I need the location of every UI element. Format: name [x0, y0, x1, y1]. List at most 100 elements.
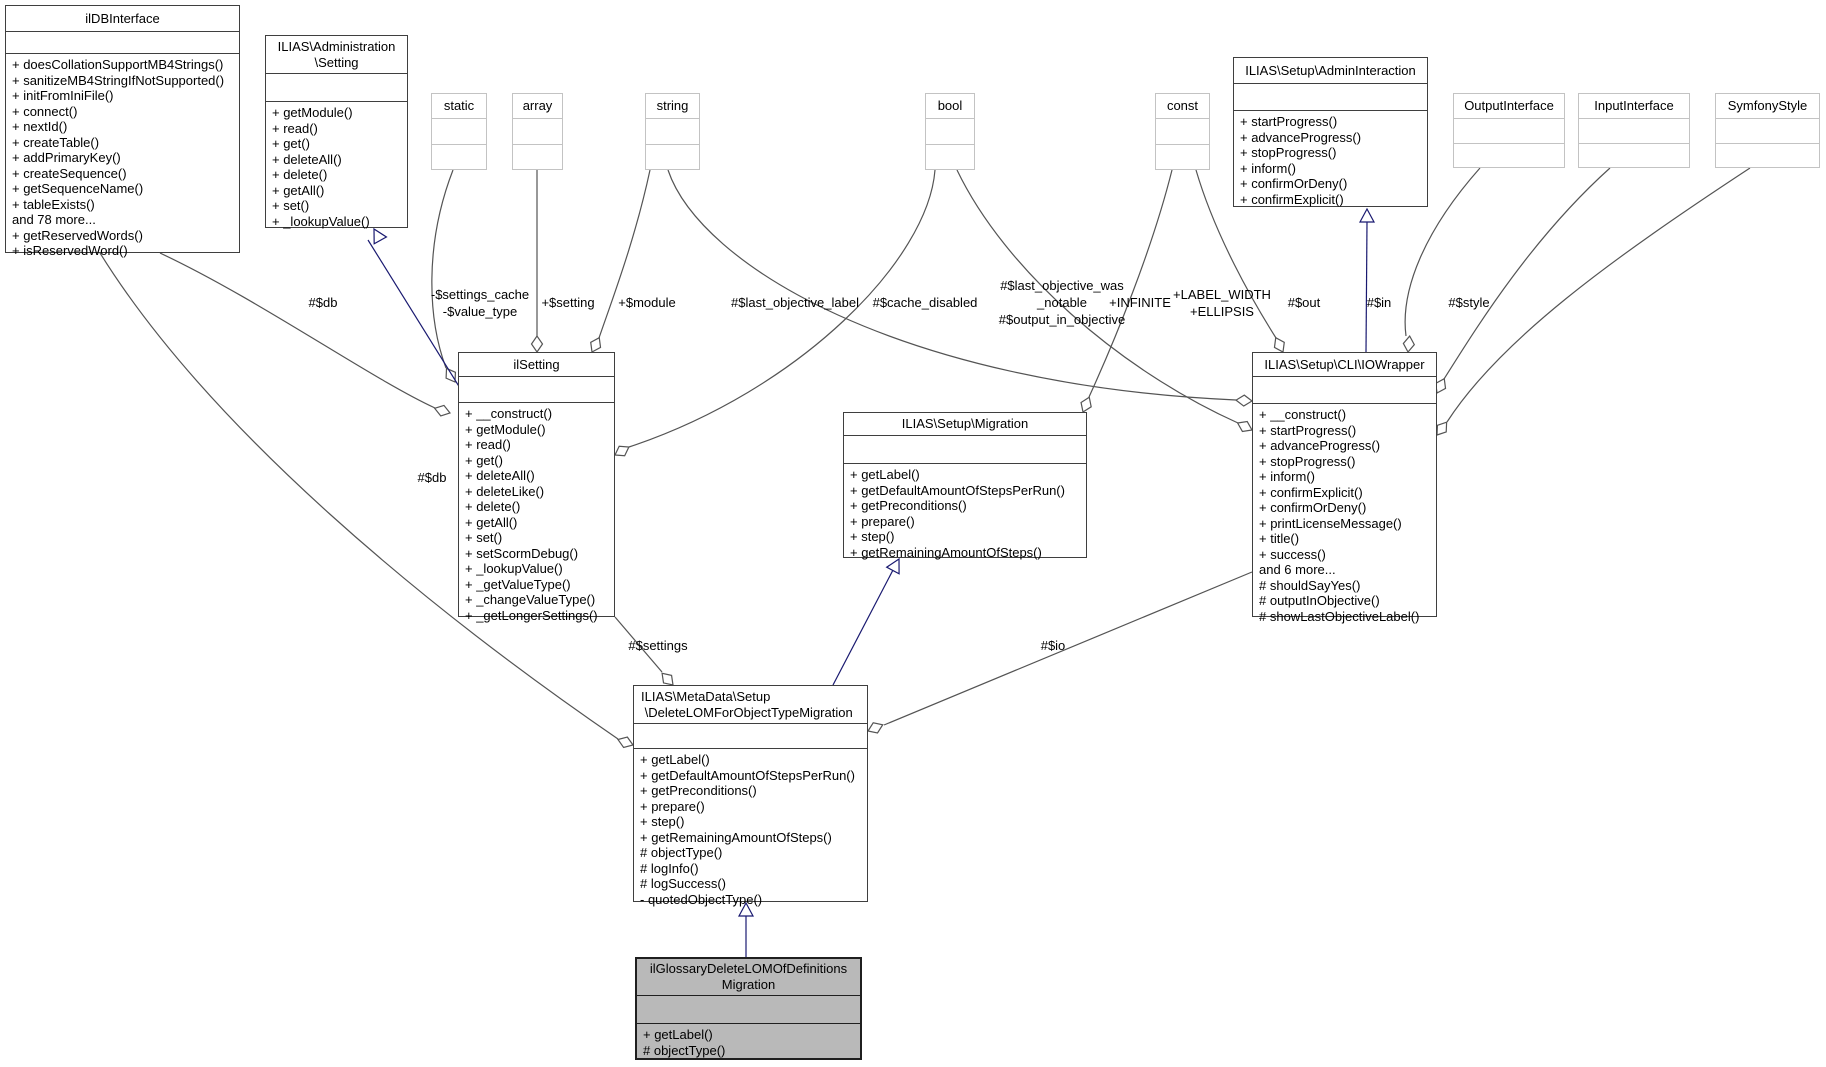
class-symfonystyle[interactable]: SymfonyStyle: [1715, 93, 1820, 168]
class-attributes-empty: [1454, 118, 1564, 143]
class-title: string: [656, 98, 689, 113]
class-attributes-empty: [1234, 83, 1427, 110]
edge-label-io: #$io: [1040, 638, 1066, 653]
class-static[interactable]: static: [431, 93, 487, 170]
class-array[interactable]: array: [512, 93, 563, 170]
class-title: ILIAS\Setup\CLI\IOWrapper: [1264, 356, 1425, 372]
edge-iowrapper-string: [667, 169, 1237, 401]
aggregation-diamond: [614, 445, 630, 457]
edge-label-last-objective-label: #$last_objective_label: [731, 295, 859, 310]
class-title: InputInterface: [1594, 98, 1674, 113]
inheritance-ilsetting-adminsetting: [367, 239, 461, 389]
edge-label-settings-cache: -$settings_cache-$value_type: [430, 287, 530, 319]
aggregation-diamond: [1080, 396, 1092, 413]
edge-iowrapper-input: [1443, 167, 1611, 380]
class-attributes-empty: [926, 118, 974, 144]
class-inputinterface[interactable]: InputInterface: [1578, 93, 1690, 168]
class-title: ILIAS\MetaData\Setup \DeleteLOMForObject…: [641, 688, 853, 720]
aggregation-diamond: [867, 722, 884, 734]
class-bool[interactable]: bool: [925, 93, 975, 170]
edge-label-cache-disabled: #$cache_disabled: [872, 295, 978, 310]
inheritance-arrow: [1358, 207, 1376, 223]
class-methods-empty: [1156, 144, 1209, 169]
class-title: const: [1166, 98, 1199, 113]
class-outputinterface[interactable]: OutputInterface: [1453, 93, 1565, 168]
class-attributes-empty: [844, 435, 1086, 463]
class-const[interactable]: const: [1155, 93, 1210, 170]
edge-ilsetting-db: [159, 252, 436, 409]
edge-label-label-width: +LABEL_WIDTH+ELLIPSIS: [1173, 287, 1271, 319]
class-attributes-empty: [266, 73, 407, 101]
class-methods: + getModule()+ read()+ get()+ deleteAll(…: [266, 101, 407, 229]
class-title: ILIAS\Administration\Setting: [277, 38, 396, 70]
class-methods-empty: [926, 144, 974, 169]
class-administration-setting[interactable]: ILIAS\Administration\Setting + getModule…: [265, 35, 408, 229]
aggregation-diamond: [433, 404, 452, 417]
aggregation-diamond: [1273, 336, 1285, 353]
class-ilsetting[interactable]: ilSetting + __construct()+ getModule()+ …: [458, 352, 615, 623]
class-migration[interactable]: ILIAS\Setup\Migration + getLabel()+ getD…: [843, 412, 1087, 560]
edge-deletelom-io: [883, 571, 1253, 726]
aggregation-diamond: [1436, 421, 1448, 436]
class-attributes-empty: [1156, 118, 1209, 144]
class-string[interactable]: string: [645, 93, 700, 170]
aggregation-diamond: [590, 336, 602, 353]
class-methods-empty: [513, 144, 562, 169]
class-admininteraction[interactable]: ILIAS\Setup\AdminInteraction + startProg…: [1233, 57, 1428, 207]
aggregation-diamond: [661, 672, 674, 686]
edge-ilsetting-bool: [628, 169, 936, 448]
inheritance-arrow: [885, 557, 900, 575]
class-methods-empty: [1716, 143, 1819, 167]
class-attributes-empty: [1579, 118, 1689, 143]
inheritance-deletelom-migration: [832, 569, 894, 686]
class-methods: + __construct()+ getModule()+ read()+ ge…: [459, 402, 614, 623]
class-title: array: [522, 98, 553, 113]
edge-label-in: #$in: [1366, 295, 1392, 310]
class-title: ILIAS\Setup\AdminInteraction: [1245, 62, 1416, 78]
edge-label-notable-output: #$last_objective_was_notable#$output_in_…: [998, 278, 1126, 327]
edge-label-settings: #$settings: [628, 638, 688, 653]
edge-ilsetting-string: [598, 169, 651, 339]
inheritance-arrow: [373, 227, 388, 245]
class-methods: + getLabel()# objectType(): [637, 1023, 860, 1058]
class-methods-empty: [432, 144, 486, 169]
class-attributes-empty: [646, 118, 699, 144]
class-attributes-empty: [634, 723, 867, 748]
class-attributes-empty: [1253, 376, 1436, 403]
class-attributes-empty: [6, 31, 239, 53]
edge-ilsetting-static: [431, 169, 454, 369]
aggregation-diamond: [1234, 394, 1254, 407]
aggregation-diamond: [445, 367, 457, 383]
class-attributes-empty: [513, 118, 562, 144]
edge-label-db-migration: #$db: [417, 470, 447, 485]
class-title: bool: [937, 98, 963, 113]
class-attributes-empty: [637, 995, 860, 1023]
edge-iowrapper-bool: [956, 169, 1239, 424]
class-deletelomforobjecttypemigration[interactable]: ILIAS\MetaData\Setup \DeleteLOMForObject…: [633, 685, 868, 907]
class-title: ILIAS\Setup\Migration: [901, 416, 1029, 431]
class-methods-empty: [646, 144, 699, 169]
edge-migration-const: [1088, 169, 1173, 398]
class-title: OutputInterface: [1464, 98, 1554, 113]
aggregation-diamond: [530, 334, 544, 354]
edge-iowrapper-output: [1404, 167, 1481, 337]
class-methods: + doesCollationSupportMB4Strings()+ sani…: [6, 53, 239, 259]
class-title: ilSetting: [513, 356, 560, 372]
class-attributes-empty: [1716, 118, 1819, 143]
class-ildbinterface[interactable]: ilDBInterface + doesCollationSupportMB4S…: [5, 5, 240, 258]
class-attributes-empty: [432, 118, 486, 144]
class-title: ilDBInterface: [85, 10, 160, 26]
edge-deletelom-settings: [614, 616, 663, 673]
inheritance-arrow: [737, 901, 755, 917]
class-methods: + __construct()+ startProgress()+ advanc…: [1253, 403, 1436, 624]
aggregation-diamond: [1402, 335, 1416, 354]
class-attributes-empty: [459, 376, 614, 402]
class-title: static: [443, 98, 475, 113]
class-title: SymfonyStyle: [1727, 98, 1808, 113]
class-methods: + startProgress()+ advanceProgress()+ st…: [1234, 110, 1427, 207]
class-iowrapper[interactable]: ILIAS\Setup\CLI\IOWrapper + __construct(…: [1252, 352, 1437, 624]
